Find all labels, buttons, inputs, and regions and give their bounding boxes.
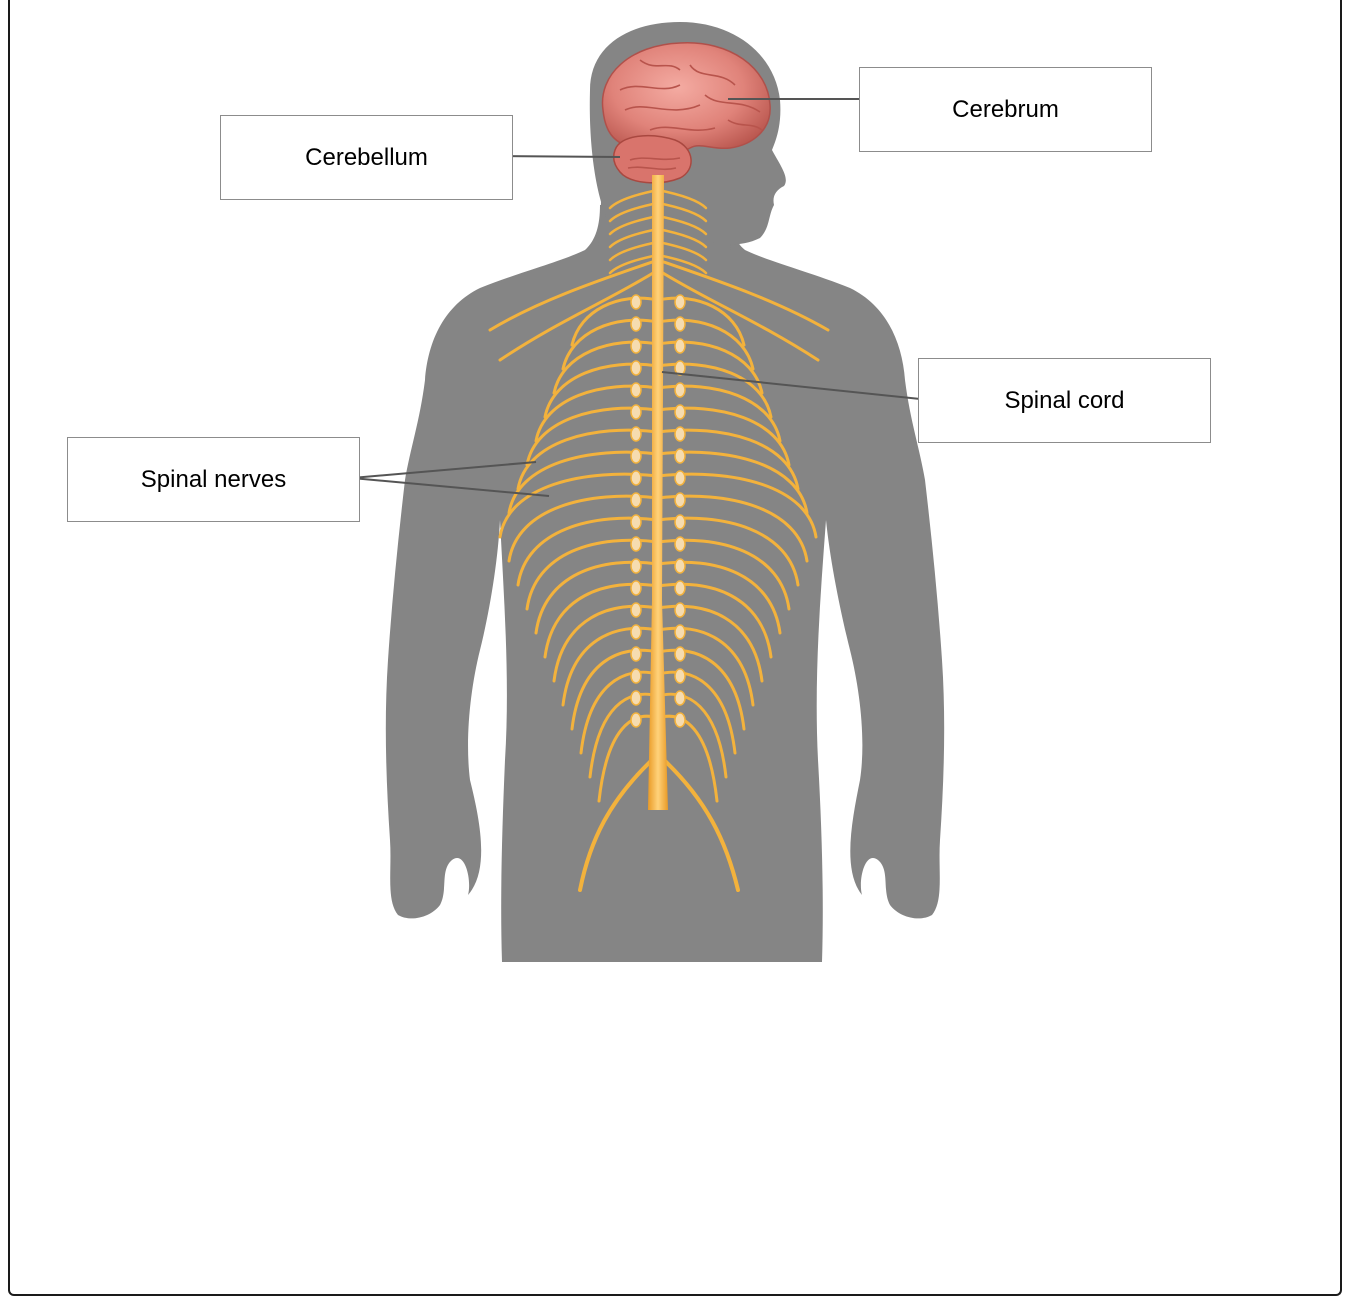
cerebellum-label: Cerebellum: [220, 115, 513, 200]
cerebrum-label: Cerebrum: [859, 67, 1152, 152]
ganglion: [675, 713, 685, 727]
ganglion: [631, 559, 641, 573]
ganglion: [631, 581, 641, 595]
ganglion: [631, 295, 641, 309]
ganglion: [631, 515, 641, 529]
ganglion: [631, 647, 641, 661]
ganglion: [631, 405, 641, 419]
cerebellum-leader-line: [496, 156, 620, 157]
ganglion: [675, 405, 685, 419]
ganglion: [675, 427, 685, 441]
cerebrum-label-text: Cerebrum: [952, 96, 1059, 124]
ganglion: [631, 493, 641, 507]
ganglion: [675, 537, 685, 551]
ganglion: [631, 339, 641, 353]
torso-silhouette: [386, 205, 944, 962]
ganglion: [675, 339, 685, 353]
ganglion: [675, 471, 685, 485]
ganglion: [631, 603, 641, 617]
spinal-cord-label-text: Spinal cord: [1004, 387, 1124, 415]
ganglion: [675, 691, 685, 705]
ganglion: [675, 449, 685, 463]
ganglion: [631, 537, 641, 551]
ganglion: [675, 559, 685, 573]
ganglion: [675, 295, 685, 309]
ganglion: [675, 603, 685, 617]
ganglion: [631, 713, 641, 727]
ganglion: [675, 515, 685, 529]
ganglion: [631, 669, 641, 683]
ganglion: [631, 361, 641, 375]
spinal-nerves-label: Spinal nerves: [67, 437, 360, 522]
ganglion: [675, 581, 685, 595]
ganglion: [675, 669, 685, 683]
ganglion: [631, 383, 641, 397]
spinal-cord-label: Spinal cord: [918, 358, 1211, 443]
ganglion: [631, 449, 641, 463]
spinal-nerves-label-text: Spinal nerves: [141, 466, 286, 494]
ganglion: [631, 471, 641, 485]
cerebellum-label-text: Cerebellum: [305, 144, 428, 172]
ganglion: [631, 625, 641, 639]
ganglion: [675, 647, 685, 661]
ganglion: [675, 317, 685, 331]
ganglion: [631, 691, 641, 705]
ganglion: [631, 427, 641, 441]
ganglion: [675, 493, 685, 507]
ganglion: [675, 383, 685, 397]
ganglion: [631, 317, 641, 331]
ganglion: [675, 625, 685, 639]
